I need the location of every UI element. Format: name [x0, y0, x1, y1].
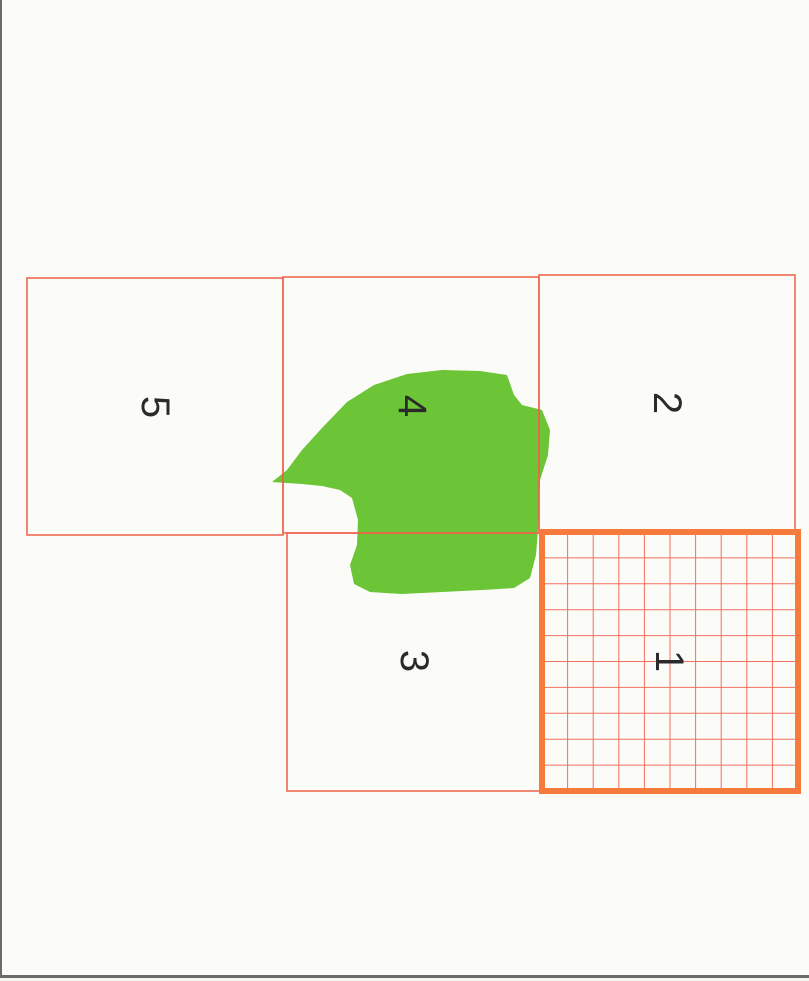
tile-label-1: 1	[647, 650, 691, 672]
tile-label-2: 2	[645, 392, 689, 414]
tile-label-5: 5	[133, 396, 177, 418]
tile-label-4: 4	[390, 395, 434, 417]
tile-label-3: 3	[392, 650, 436, 672]
